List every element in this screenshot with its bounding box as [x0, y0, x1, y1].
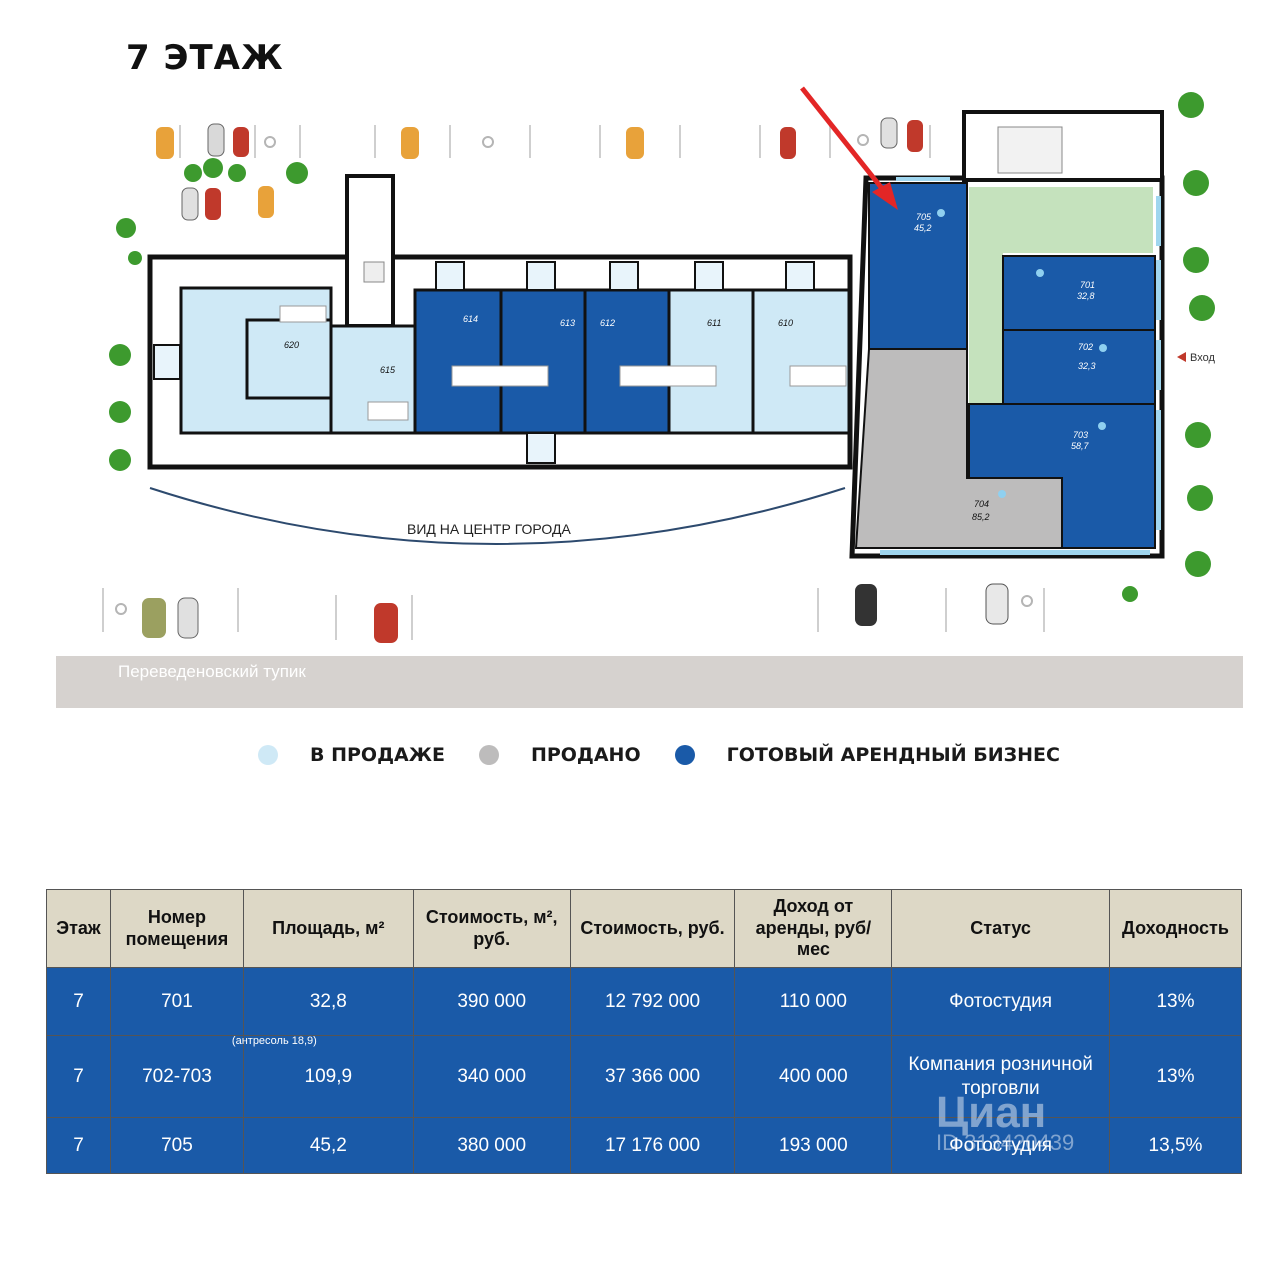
legend-label: ПРОДАНО: [530, 744, 641, 766]
legend: В ПРОДАЖЕ ПРОДАНО ГОТОВЫЙ АРЕНДНЫЙ БИЗНЕ…: [258, 740, 1094, 770]
table-row: 7 701 32,8 390 000 12 792 000 110 000 Фо…: [46, 967, 1243, 1036]
legend-swatch: [258, 745, 278, 765]
cell-income: 193 000: [734, 1117, 893, 1174]
car-icon: [142, 117, 1009, 643]
legend-item-rental: ГОТОВЫЙ АРЕНДНЫЙ БИЗНЕС: [674, 744, 1060, 766]
room-number-702: 702: [1078, 342, 1093, 352]
water-drop-icon: [937, 209, 1107, 498]
floor-plan: 620 615 614 613 612 611 610 705 45,2 701…: [102, 86, 1215, 643]
area-value: 109,9: [304, 1065, 353, 1087]
room-area-705: 45,2: [914, 223, 932, 233]
room-area-702: 32,3: [1078, 361, 1096, 371]
header-price: Стоимость, руб.: [569, 889, 736, 968]
accessibility-icon: [115, 134, 1033, 615]
cell-income: 400 000: [734, 1035, 893, 1118]
cell-room: 705: [109, 1117, 244, 1174]
price-table: Этаж Номер помещения Площадь, м² Стоимос…: [46, 889, 1243, 1174]
table-row: 7 702-703 (антресоль 18,9) 109,9 340 000…: [46, 1035, 1243, 1118]
room-number-703: 703: [1073, 430, 1088, 440]
cell-yield: 13%: [1108, 967, 1243, 1036]
header-yield: Доходность: [1108, 889, 1243, 968]
cell-yield: 13%: [1108, 1035, 1243, 1118]
cell-price-m2: 390 000: [412, 967, 571, 1036]
room-number-701: 701: [1080, 280, 1095, 290]
area-note: (антресоль 18,9): [231, 1034, 317, 1047]
room-number-705: 705: [916, 212, 932, 222]
cell-floor: 7: [46, 1035, 111, 1118]
cell-yield: 13,5%: [1108, 1117, 1243, 1174]
room-number-620: 620: [284, 340, 299, 350]
cell-status: Фотостудия: [891, 1117, 1110, 1174]
cell-price-m2: 340 000: [412, 1035, 571, 1118]
cell-area: 32,8: [242, 967, 414, 1036]
tree-icon: [109, 92, 1215, 602]
area-wrap: (антресоль 18,9) 109,9: [232, 1035, 409, 1089]
room-number-611: 611: [707, 318, 721, 328]
room-number-614: 614: [463, 314, 478, 324]
cell-price-m2: 380 000: [412, 1117, 571, 1174]
cell-price: 12 792 000: [569, 967, 736, 1036]
legend-label: В ПРОДАЖЕ: [310, 744, 445, 766]
header-price-m2: Стоимость, м², руб.: [412, 889, 571, 968]
legend-item-sold: ПРОДАНО: [478, 744, 641, 766]
street-band: Переведеновский тупик: [56, 656, 1243, 708]
red-arrow-icon: [800, 86, 898, 210]
header-area: Площадь, м²: [242, 889, 414, 968]
cell-area: (антресоль 18,9) 109,9: [232, 1035, 414, 1118]
table-header-row: Этаж Номер помещения Площадь, м² Стоимос…: [46, 889, 1243, 968]
entrance-label: Вход: [1190, 352, 1215, 364]
room-number-610: 610: [778, 318, 793, 328]
room-area-701: 32,8: [1077, 291, 1095, 301]
page-title: 7 ЭТАЖ: [126, 38, 284, 78]
legend-item-for-sale: В ПРОДАЖЕ: [258, 744, 445, 766]
room-number-704: 704: [974, 499, 989, 509]
cell-room: 702-703: [109, 1035, 244, 1118]
watermark-id: ID 313420439: [936, 1130, 1075, 1155]
legend-swatch: [674, 745, 695, 765]
parking-lines-bottom: [102, 588, 1045, 640]
header-floor: Этаж: [46, 889, 111, 968]
room-number-615: 615: [380, 365, 396, 375]
cell-room: 701: [109, 967, 244, 1036]
header-room: Номер помещения: [109, 889, 244, 968]
street-name: Переведеновский тупик: [118, 662, 306, 681]
watermark-brand: Циан: [936, 1088, 1047, 1137]
header-status: Статус: [891, 889, 1110, 968]
cell-floor: 7: [46, 1117, 111, 1174]
legend-label: ГОТОВЫЙ АРЕНДНЫЙ БИЗНЕС: [726, 744, 1060, 766]
entrance-arrow-icon: [1177, 352, 1186, 362]
room-area-703: 58,7: [1071, 441, 1090, 451]
room-area-704: 85,2: [972, 512, 990, 522]
legend-swatch: [478, 745, 499, 765]
cell-price: 37 366 000: [569, 1035, 736, 1118]
view-label: ВИД НА ЦЕНТР ГОРОДА: [407, 521, 571, 537]
room-number-612: 612: [600, 318, 615, 328]
cell-income: 110 000: [734, 967, 893, 1036]
watermark: Циан ID 313420439: [936, 1088, 1074, 1156]
cell-price: 17 176 000: [569, 1117, 736, 1174]
room-number-613: 613: [560, 318, 575, 328]
parking-lines-top: [179, 125, 931, 158]
cell-area: 45,2: [242, 1117, 414, 1174]
cell-floor: 7: [46, 967, 111, 1036]
table-row: 7 705 45,2 380 000 17 176 000 193 000 Фо…: [46, 1117, 1243, 1174]
cell-status: Фотостудия: [891, 967, 1110, 1036]
header-income: Доход от аренды, руб/мес: [734, 889, 893, 968]
